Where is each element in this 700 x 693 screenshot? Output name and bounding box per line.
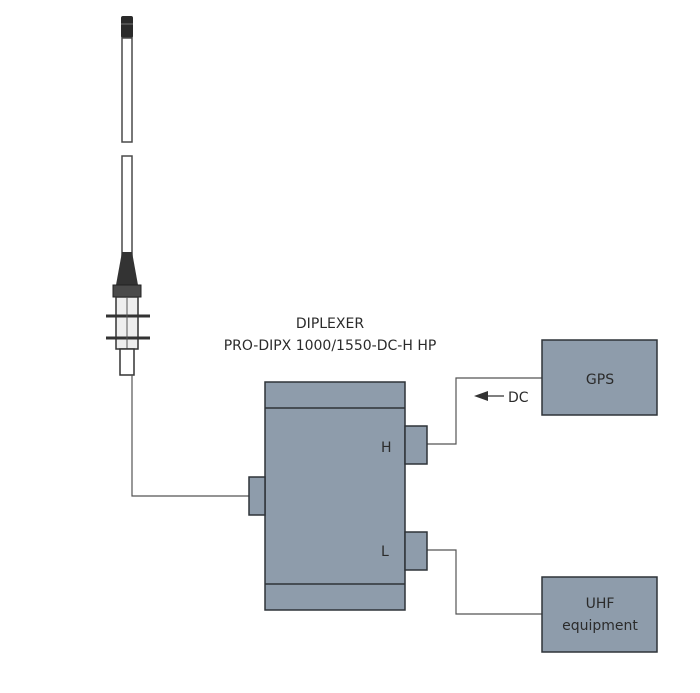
diplexer-high-port bbox=[404, 425, 428, 465]
dc-arrow bbox=[474, 391, 504, 401]
antenna-collar bbox=[112, 284, 142, 298]
gps-device-label: GPS bbox=[586, 372, 614, 388]
uhf-device-box bbox=[541, 576, 658, 653]
uhf-cable bbox=[427, 549, 542, 615]
antenna-tip bbox=[121, 16, 133, 38]
antenna-cable bbox=[131, 375, 249, 497]
diplexer-body bbox=[264, 381, 406, 611]
antenna bbox=[106, 16, 150, 376]
antenna-whip-upper bbox=[121, 37, 133, 143]
diplexer-title: DIPLEXER bbox=[296, 316, 364, 332]
cables bbox=[131, 375, 542, 615]
dc-label: DC bbox=[508, 390, 529, 406]
diplexer-unit bbox=[248, 381, 428, 611]
diplexer-low-port bbox=[404, 531, 428, 571]
gps-device-box bbox=[541, 339, 658, 416]
port-low-label: L bbox=[381, 544, 389, 560]
antenna-whip-lower bbox=[121, 155, 133, 257]
diplexer-antenna-port bbox=[248, 476, 266, 516]
diplexer-model: PRO-DIPX 1000/1550-DC-H HP bbox=[224, 338, 437, 354]
antenna-base-taper bbox=[116, 252, 138, 285]
gps-cable bbox=[427, 377, 542, 445]
antenna-base-stub bbox=[119, 348, 135, 376]
uhf-device-label-line1: UHF bbox=[586, 596, 615, 612]
port-high-label: H bbox=[381, 440, 392, 456]
uhf-device-label-line2: equipment bbox=[562, 618, 638, 634]
